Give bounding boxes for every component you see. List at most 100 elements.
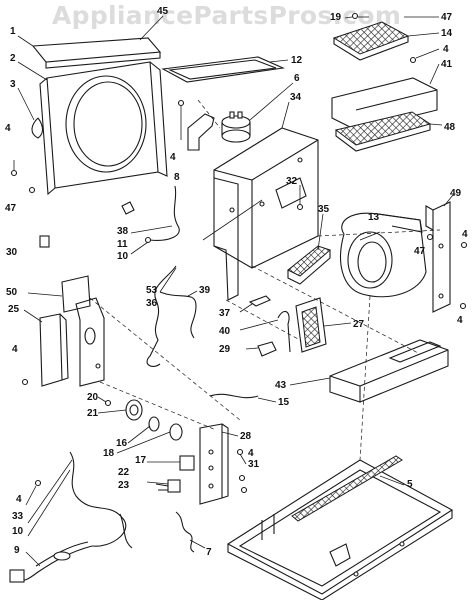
mounting-bracket — [161, 56, 285, 83]
control-knob — [125, 399, 143, 421]
callout: 29 — [219, 344, 231, 355]
base-rail — [291, 455, 403, 522]
callout: 27 — [353, 319, 365, 330]
callout: 39 — [199, 285, 211, 296]
callout: 4 — [170, 152, 176, 163]
ground-wire — [175, 511, 195, 553]
callout: 4 — [5, 123, 11, 134]
callout: 21 — [87, 408, 99, 419]
callout: 30 — [6, 247, 18, 258]
callout: 10 — [117, 251, 129, 262]
cord-clip — [31, 117, 44, 139]
callout: 47 — [5, 203, 17, 214]
callout: 12 — [291, 55, 303, 66]
terminal-plate — [39, 235, 50, 248]
screw-plate-c — [240, 486, 248, 494]
power-cord — [9, 451, 133, 583]
screw-top-right — [409, 56, 417, 64]
rotary-switch — [155, 455, 195, 493]
front-grille-frame — [39, 61, 168, 196]
callout: 1 — [10, 26, 16, 37]
callout: 49 — [450, 188, 462, 199]
callout: 20 — [87, 392, 99, 403]
callout: 37 — [219, 308, 231, 319]
callout: 19 — [330, 12, 342, 23]
callout: 14 — [441, 28, 453, 39]
callout: 17 — [135, 455, 147, 466]
side-bracket — [425, 201, 451, 313]
callout: 35 — [318, 204, 330, 215]
screw-bulkhead — [296, 185, 304, 211]
assembly-guide-lines — [89, 99, 441, 461]
callout: 11 — [117, 239, 128, 250]
callout: 36 — [146, 298, 158, 309]
callout: 23 — [118, 480, 130, 491]
screw-strap — [177, 99, 185, 140]
vent-grille — [295, 297, 327, 353]
screw-plate-b — [238, 474, 246, 482]
leader-lines — [17, 15, 454, 567]
callout: 40 — [219, 326, 231, 337]
side-panel-left — [39, 313, 69, 387]
wire-harness-b — [159, 291, 197, 339]
callout-labels: 1 45 2 3 4 47 19 47 14 4 41 12 6 34 4 8 … — [5, 6, 468, 558]
callout: 38 — [117, 226, 129, 237]
callout: 47 — [414, 246, 426, 257]
wire-loop — [277, 310, 291, 353]
callout: 4 — [12, 344, 18, 355]
control-mount-plate — [199, 423, 229, 505]
screw-left-upper — [10, 160, 18, 177]
capacitor — [221, 111, 251, 143]
control-panel-cover — [331, 77, 438, 131]
callout: 8 — [174, 172, 180, 183]
callout: 6 — [294, 73, 300, 84]
callout: 13 — [368, 212, 380, 223]
callout: 33 — [12, 511, 24, 522]
callout: 9 — [14, 545, 20, 556]
screw-side-mid — [426, 233, 434, 241]
callout: 31 — [248, 459, 260, 470]
callout: 43 — [275, 380, 287, 391]
control-bracket — [61, 275, 105, 387]
callout: 10 — [12, 526, 24, 537]
callout: 4 — [462, 229, 468, 240]
screw-cord — [34, 479, 42, 487]
callout: 45 — [157, 6, 169, 17]
watermark: AppliancePartsPros.com — [52, 1, 401, 30]
screw-plate-a — [236, 448, 244, 456]
callout: 15 — [278, 397, 290, 408]
wire-harness-a — [146, 265, 177, 367]
callout: 7 — [206, 547, 212, 558]
small-grille — [287, 245, 331, 285]
callout: 4 — [248, 448, 254, 459]
callout: 4 — [457, 315, 463, 326]
callout: 53 — [146, 285, 158, 296]
callout: 4 — [443, 44, 449, 55]
clip-29 — [257, 341, 277, 357]
callout: 22 — [118, 467, 130, 478]
callout: 41 — [441, 59, 453, 70]
callout: 5 — [407, 479, 413, 490]
callout: 4 — [16, 494, 22, 505]
callout: 34 — [290, 92, 302, 103]
callout: 2 — [10, 53, 16, 64]
screw-side-lower — [459, 302, 467, 310]
drain-pan — [329, 339, 449, 403]
capacitor-strap — [187, 113, 215, 151]
callout: 16 — [116, 438, 128, 449]
screw-left-lower — [28, 186, 36, 194]
screw-left-panel — [21, 378, 29, 386]
thermostat-sensor — [121, 185, 180, 244]
switch-shaft — [148, 416, 183, 441]
screw-knob — [104, 399, 112, 407]
callout: 32 — [286, 176, 298, 187]
screw-top — [344, 12, 359, 20]
callout: 18 — [103, 448, 115, 459]
base-pan — [226, 459, 454, 600]
top-cover — [31, 37, 162, 69]
callout: 25 — [8, 304, 20, 315]
callout: 47 — [441, 12, 453, 23]
callout: 28 — [240, 431, 252, 442]
callout: 50 — [6, 287, 18, 298]
